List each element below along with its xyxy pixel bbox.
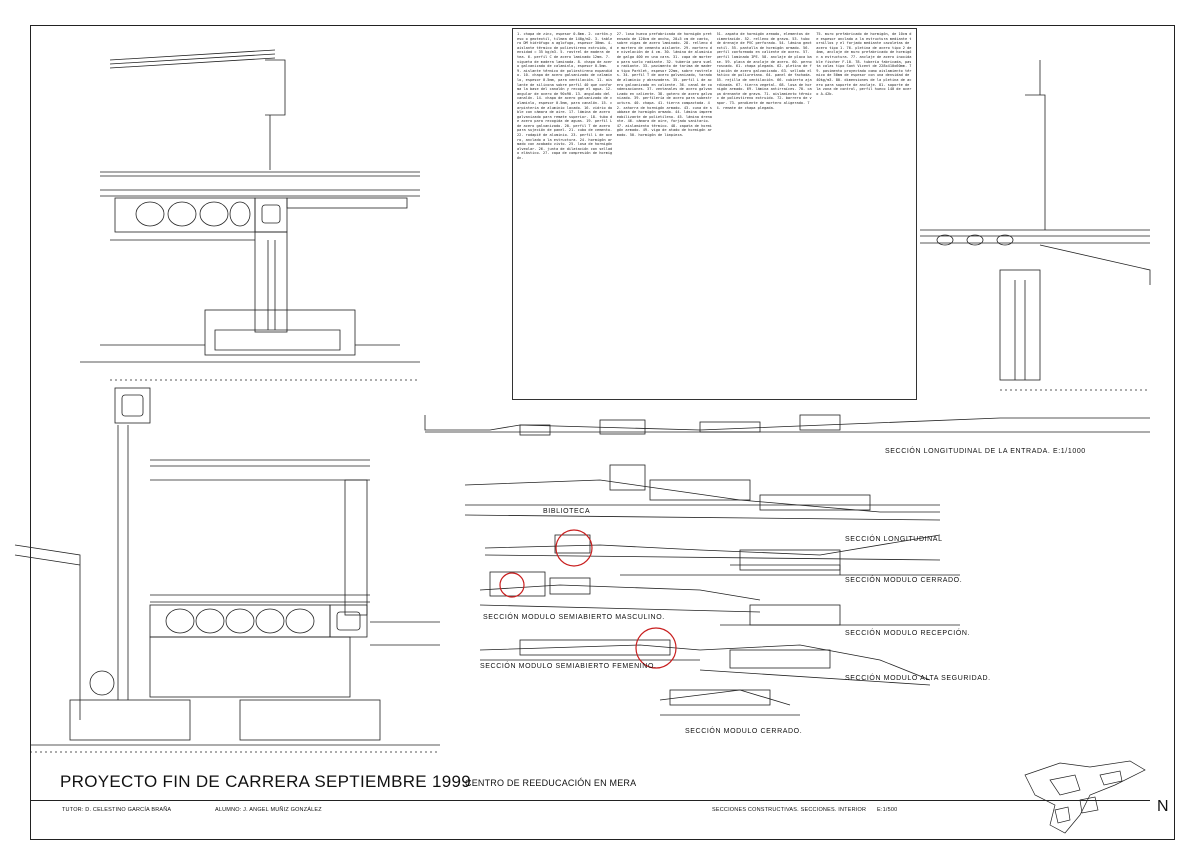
construction-notes: 1. chapa de zinc, espesor 0.8mm. 2. cart… xyxy=(512,28,917,400)
label-modulo-cerrado-2: SECCIÓN MODULO CERRADO. xyxy=(685,728,803,735)
highlight-circle-3 xyxy=(635,627,677,669)
footer-alumno: ALUMNO: J. ANGEL MUÑIZ GONZÁLEZ xyxy=(215,807,322,813)
footer-scale: E:1/500 xyxy=(877,807,898,813)
section-longitudinal xyxy=(484,534,941,561)
section-biblioteca xyxy=(464,464,941,521)
notes-column-1: 1. chapa de zinc, espesor 0.8mm. 2. cart… xyxy=(517,32,613,161)
label-alta-seguridad: SECCIÓN MODULO ALTA SEGURIDAD. xyxy=(845,675,991,682)
entrance-longitudinal-section xyxy=(424,414,1150,436)
label-longitudinal: SECCIÓN LONGITUDINAL xyxy=(845,536,943,543)
north-label: N xyxy=(1157,798,1169,815)
section-modulo-recepcion xyxy=(720,604,960,626)
footer-rule xyxy=(30,800,1150,801)
sheet-frame xyxy=(30,25,1175,840)
highlight-circle-1 xyxy=(555,529,593,567)
label-modulo-cerrado-1: SECCIÓN MODULO CERRADO. xyxy=(845,577,963,584)
label-semiabierto-femenino: SECCIÓN MODULO SEMIABIERTO FEMENINO. xyxy=(480,663,657,670)
construction-detail-upper xyxy=(80,49,420,381)
label-longitudinal-entrada: SECCIÓN LONGITUDINAL DE LA ENTRADA. E:1/… xyxy=(885,448,1086,455)
notes-column-4: 75. muro prefabricado de hormigón, de 10… xyxy=(816,32,912,96)
construction-detail-right xyxy=(920,60,1151,391)
label-modulo-recepcion: SECCIÓN MODULO RECEPCIÓN. xyxy=(845,630,971,637)
highlight-circle-2 xyxy=(499,572,525,598)
label-biblioteca: BIBLIOTECA xyxy=(543,508,591,515)
footer-contents: SECCIONES CONSTRUCTIVAS. SECCIONES. INTE… xyxy=(712,807,867,813)
label-semiabierto-masculino: SECCIÓN MODULO SEMIABIERTO MASCULINO. xyxy=(483,614,665,621)
section-alta-seguridad xyxy=(699,644,931,686)
section-modulo-cerrado-2 xyxy=(659,689,800,716)
footer-tutor: TUTOR: D. CELESTINO GARCÍA BRAÑA xyxy=(62,807,172,813)
notes-column-2: 27. losa hueca prefabricada de hormigón … xyxy=(616,32,712,138)
project-title: PROYECTO FIN DE CARRERA SEPTIEMBRE 1999 xyxy=(60,772,471,791)
construction-detail-lower xyxy=(14,387,440,753)
section-semiabierto-femenino xyxy=(479,639,701,661)
section-modulo-cerrado-1 xyxy=(620,549,960,576)
site-key-map xyxy=(1024,760,1146,834)
notes-column-3: 51. zapata de hormigón armado, elementos… xyxy=(716,32,812,110)
project-subtitle: CENTRO DE REEDUCACIÓN EN MERA xyxy=(465,778,637,788)
